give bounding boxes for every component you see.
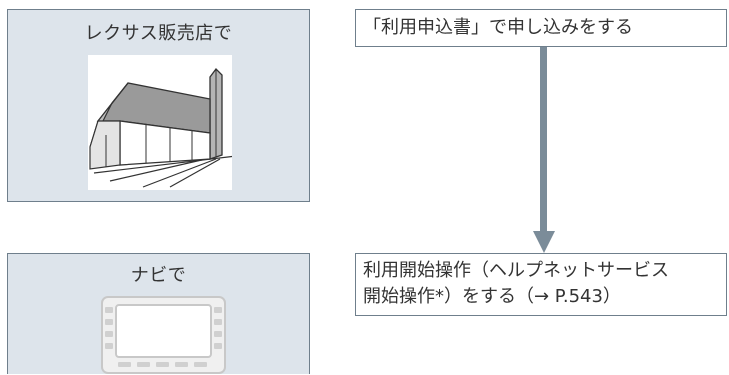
step-start-line-1: 利用開始操作（ヘルプネットサービス [363, 260, 669, 281]
navi-panel-title: ナビで [130, 265, 187, 286]
step-start-line-2: 開始操作*）をする（→ P.543） [363, 286, 621, 307]
navi-panel: ナビで [7, 253, 310, 374]
step-start-box: 利用開始操作（ヘルプネットサービス 開始操作*）をする（→ P.543） [355, 253, 727, 316]
dealer-panel: レクサス販売店で [7, 9, 310, 202]
step-application-box: 「利用申込書」で申し込みをする [355, 9, 727, 47]
navigation-unit-icon [100, 295, 227, 375]
building-icon [88, 55, 232, 190]
dealer-panel-title: レクサス販売店で [84, 23, 233, 44]
step-application-text: 「利用申込書」で申し込みをする [363, 17, 633, 38]
flow-arrow [532, 47, 556, 253]
